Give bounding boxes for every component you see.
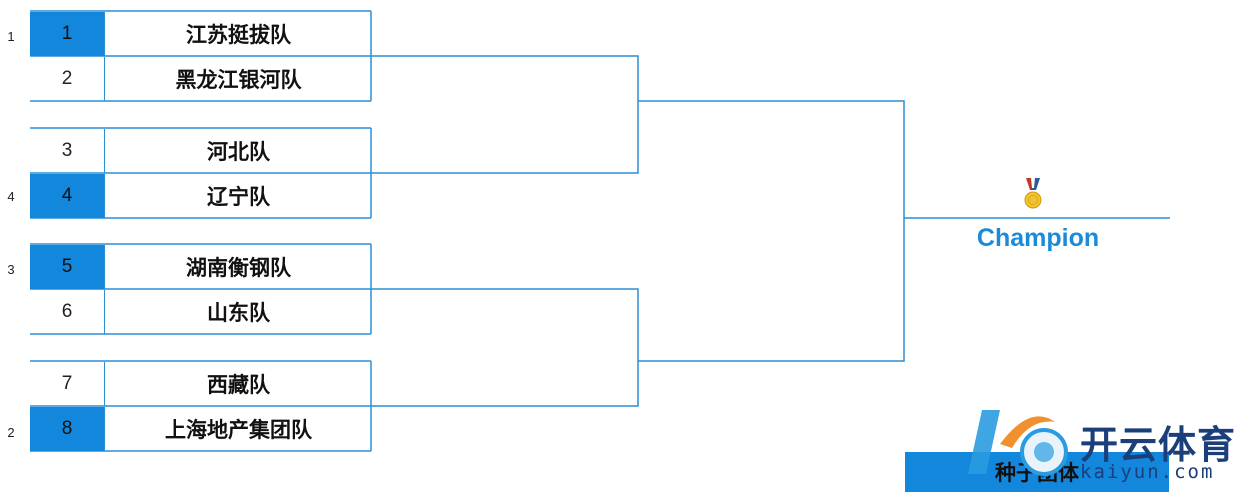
team-number: 5 [30,245,105,289]
team-row[interactable]: 8 上海地产集团队 [30,407,371,451]
team-number: 1 [30,12,105,56]
team-name: 辽宁队 [207,185,270,209]
team-name: 江苏挺拔队 [186,23,291,47]
team-name: 河北队 [207,140,270,164]
team-name: 上海地产集团队 [165,418,312,442]
seed-label: 4 [7,189,15,204]
team-number: 7 [30,362,105,406]
team-number: 3 [30,129,105,173]
team-number: 2 [30,57,105,101]
logo-text: 开云体育 [1080,423,1237,467]
team-row[interactable]: 7 西藏队 [30,362,371,406]
team-number: 4 [30,174,105,218]
seed-label: 1 [7,29,15,44]
champion-label: Champion [976,224,1100,252]
team-name: 西藏队 [207,373,270,397]
team-row[interactable]: 1 江苏挺拔队 [30,12,371,56]
medal-icon [1024,178,1042,209]
team-name: 山东队 [207,301,270,325]
team-name: 湖南衡钢队 [186,256,291,280]
team-number: 6 [30,290,105,334]
team-row[interactable]: 6 山东队 [30,290,371,334]
team-row[interactable]: 4 辽宁队 [30,174,371,218]
kaiyun-logo [968,410,1068,476]
team-row[interactable]: 2 黑龙江银河队 [30,57,371,101]
seed-label: 3 [7,262,15,277]
team-row[interactable]: 3 河北队 [30,129,371,173]
team-number: 8 [30,407,105,451]
seed-label: 2 [7,425,15,440]
team-row[interactable]: 5 湖南衡钢队 [30,245,371,289]
team-name: 黑龙江银河队 [175,68,302,92]
logo-url: kaiyun.com [1080,461,1215,483]
